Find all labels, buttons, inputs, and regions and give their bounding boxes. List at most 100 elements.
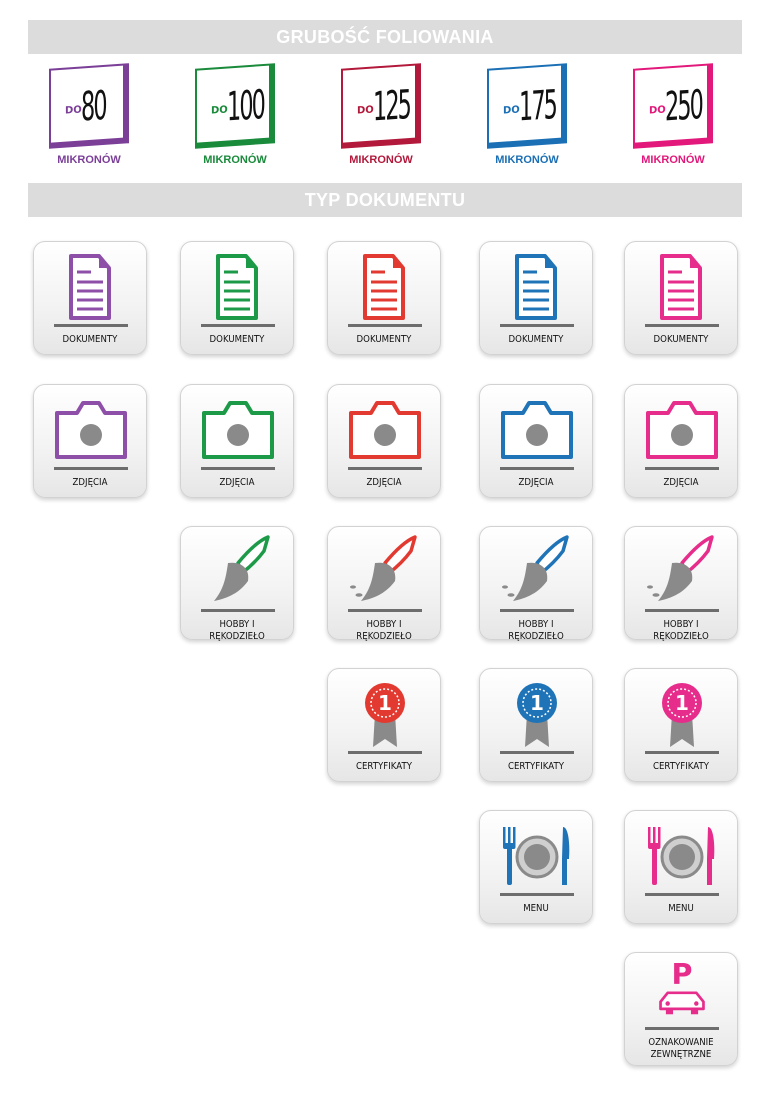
underline <box>348 609 422 612</box>
thickness-250[interactable]: DO 250 MIKRONÓW <box>618 63 728 176</box>
card-label: ZDJĘCIA <box>72 477 108 488</box>
thickness-prefix: DO <box>649 104 666 117</box>
award-ribbon-icon: 1 <box>662 683 702 747</box>
card-hobby-red[interactable]: HOBBY I RĘKODZIEŁO <box>327 526 441 642</box>
underline <box>500 609 574 612</box>
award-ribbon-icon: 1 <box>517 683 557 747</box>
thickness-box: DO 80 <box>49 63 129 149</box>
document-icon <box>363 254 405 320</box>
card-label: DOKUMENTY <box>653 334 709 345</box>
underline <box>54 324 128 327</box>
card-label: DOKUMENTY <box>356 334 412 345</box>
brush-icon <box>214 535 270 601</box>
thickness-unit: MIKRONÓW <box>57 154 121 166</box>
card-label-line-1: OZNAKOWANIE <box>648 1037 714 1048</box>
thickness-section-title: GRUBOŚĆ FOLIOWANIA <box>28 20 742 54</box>
underline <box>348 751 422 754</box>
camera-icon <box>501 401 573 459</box>
card-label: DOKUMENTY <box>62 334 118 345</box>
underline <box>201 609 275 612</box>
thickness-value: 125 <box>373 81 410 131</box>
card-dokumenty-pink[interactable]: DOKUMENTY <box>624 241 738 355</box>
card-dokumenty-blue[interactable]: DOKUMENTY <box>479 241 593 355</box>
underline <box>54 467 128 470</box>
document-type-section-title: TYP DOKUMENTU <box>28 183 742 217</box>
underline <box>348 324 422 327</box>
document-icon <box>69 254 111 320</box>
card-label: DOKUMENTY <box>209 334 265 345</box>
card-label: HOBBY I RĘKODZIEŁO <box>653 619 709 642</box>
plate-cutlery-icon <box>503 827 570 885</box>
thickness-box: DO 100 <box>195 63 275 149</box>
thickness-unit: MIKRONÓW <box>495 154 559 166</box>
underline <box>348 467 422 470</box>
award-ribbon-icon: 1 <box>365 683 405 747</box>
thickness-100[interactable]: DO 100 MIKRONÓW <box>180 63 290 176</box>
card-label: HOBBY I RĘKODZIEŁO <box>508 619 564 642</box>
card-label: OZNAKOWANIE ZEWNĘTRZNE <box>635 1037 728 1061</box>
card-label: ZDJĘCIA <box>366 477 402 488</box>
underline <box>645 893 719 896</box>
camera-icon <box>202 401 274 459</box>
brush-icon <box>647 535 714 601</box>
card-hobby-pink[interactable]: HOBBY I RĘKODZIEŁO <box>624 526 738 642</box>
card-oznakowanie-pink[interactable]: P OZNAKOWANIE ZEWNĘTRZNE <box>624 952 738 1066</box>
card-certyfikaty-blue[interactable]: 1 CERTYFIKATY <box>479 668 593 782</box>
underline <box>645 467 719 470</box>
card-zdjecia-pink[interactable]: ZDJĘCIA <box>624 384 738 498</box>
underline <box>645 1027 719 1030</box>
card-zdjecia-blue[interactable]: ZDJĘCIA <box>479 384 593 498</box>
thickness-175[interactable]: DO 175 MIKRONÓW <box>472 63 582 176</box>
card-label-line-2: ZEWNĘTRZNE <box>650 1049 712 1060</box>
card-label: CERTYFIKATY <box>507 761 564 772</box>
thickness-prefix: DO <box>357 104 374 117</box>
thickness-value: 80 <box>81 82 106 131</box>
underline <box>500 893 574 896</box>
parking-car-icon: P <box>659 957 705 1015</box>
brush-icon <box>350 535 417 601</box>
thickness-value: 100 <box>227 81 264 131</box>
card-label: MENU <box>523 903 549 914</box>
card-label: ZDJĘCIA <box>663 477 699 488</box>
card-dokumenty-red[interactable]: DOKUMENTY <box>327 241 441 355</box>
card-menu-blue[interactable]: MENU <box>479 810 593 924</box>
thickness-box: DO 250 <box>633 63 713 149</box>
brush-icon <box>502 535 569 601</box>
camera-icon <box>349 401 421 459</box>
document-icon <box>216 254 258 320</box>
thickness-unit: MIKRONÓW <box>349 154 413 166</box>
document-icon <box>515 254 557 320</box>
card-hobby-blue[interactable]: HOBBY I RĘKODZIEŁO <box>479 526 593 642</box>
thickness-prefix: DO <box>211 104 228 117</box>
thickness-box: DO 125 <box>341 63 421 149</box>
card-zdjecia-red[interactable]: ZDJĘCIA <box>327 384 441 498</box>
card-label: DOKUMENTY <box>508 334 564 345</box>
thickness-80[interactable]: DO 80 MIKRONÓW <box>34 63 144 176</box>
card-certyfikaty-red[interactable]: 1 CERTYFIKATY <box>327 668 441 782</box>
thickness-125[interactable]: DO 125 MIKRONÓW <box>326 63 436 176</box>
card-zdjecia-purple[interactable]: ZDJĘCIA <box>33 384 147 498</box>
thickness-prefix: DO <box>503 104 520 117</box>
underline <box>500 467 574 470</box>
underline <box>500 751 574 754</box>
card-menu-pink[interactable]: MENU <box>624 810 738 924</box>
card-hobby-green[interactable]: HOBBY I RĘKODZIEŁO <box>180 526 294 642</box>
card-dokumenty-green[interactable]: DOKUMENTY <box>180 241 294 355</box>
card-label: HOBBY I RĘKODZIEŁO <box>209 619 265 642</box>
card-certyfikaty-pink[interactable]: 1 CERTYFIKATY <box>624 668 738 782</box>
underline <box>201 324 275 327</box>
thickness-prefix: DO <box>65 104 82 117</box>
card-label: HOBBY I RĘKODZIEŁO <box>356 619 412 642</box>
card-label: ZDJĘCIA <box>219 477 255 488</box>
certificate-number: 1 <box>675 691 689 715</box>
card-zdjecia-green[interactable]: ZDJĘCIA <box>180 384 294 498</box>
underline <box>645 751 719 754</box>
card-dokumenty-purple[interactable]: DOKUMENTY <box>33 241 147 355</box>
card-label: CERTYFIKATY <box>355 761 412 772</box>
certificate-number: 1 <box>378 691 392 715</box>
parking-letter: P <box>672 957 693 991</box>
camera-icon <box>646 401 718 459</box>
card-label: ZDJĘCIA <box>518 477 554 488</box>
underline <box>500 324 574 327</box>
underline <box>645 609 719 612</box>
